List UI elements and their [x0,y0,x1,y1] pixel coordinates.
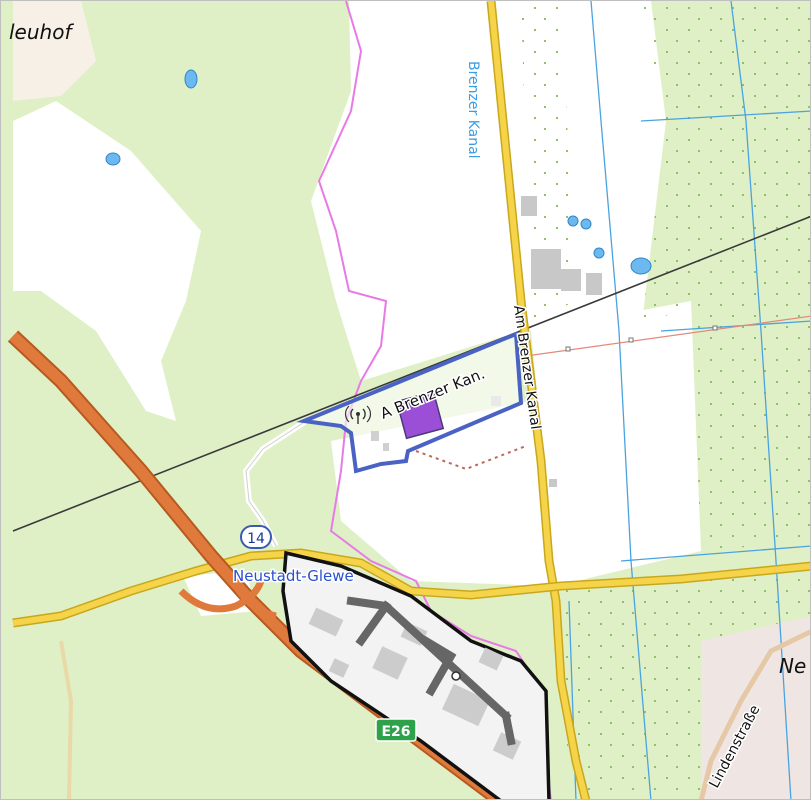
highway-e26-label: E26 [381,724,410,740]
clearing-west [13,101,201,421]
site-marker-square[interactable] [395,390,445,440]
town-label-top-left: leuhof [9,20,74,44]
industrial-area[interactable] [281,550,551,800]
open-field-north [311,1,521,381]
ponds [105,69,652,275]
industrial-roads [346,596,516,746]
route-14-shield[interactable]: 14 [240,525,272,549]
canal-label: Brenzer Kanal [465,61,481,159]
road-am-brenzer-kanal[interactable] [488,1,589,800]
settlement-area-northwest [13,1,96,101]
town-label-right-edge: Ne [779,654,806,678]
road-14[interactable] [12,549,811,626]
forest-texture-strip [521,1,576,321]
forest-texture-east [641,1,810,551]
pipeline-markers [565,325,718,352]
pipeline [525,315,810,357]
access-road-edge [245,420,307,547]
interchange-ramp-west [178,579,265,613]
industrial-poi [451,671,461,681]
road-lindenstrasse[interactable] [698,629,811,800]
open-field-east [531,301,701,586]
highway-e26-shield[interactable]: E26 [375,718,417,742]
town-label-neustadt: Neustadt-Glewe [233,567,354,585]
route-14-label: 14 [247,531,265,547]
broadcast-icon[interactable] [345,405,371,424]
site-buildings [371,431,389,451]
road-southwest [59,640,74,799]
administrative-boundary [317,1,552,799]
interchange-ramp-east [232,584,277,620]
